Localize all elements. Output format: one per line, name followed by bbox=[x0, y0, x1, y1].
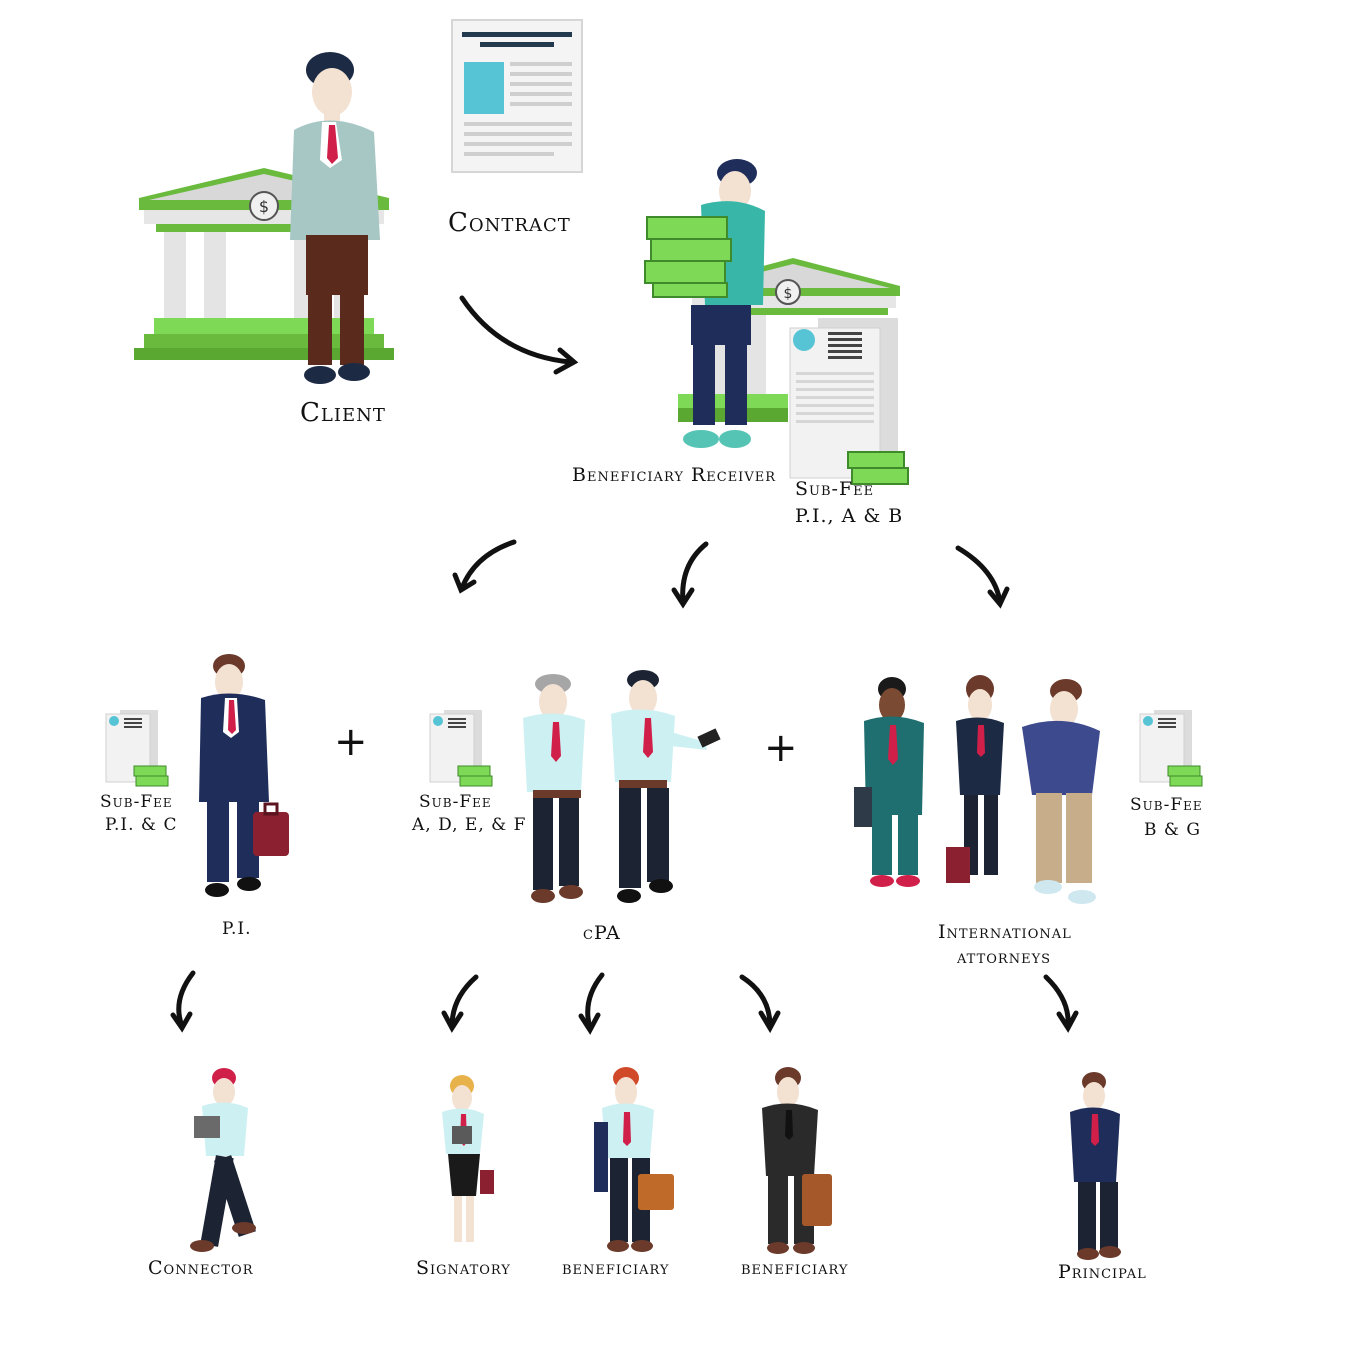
subfee-pi-label: Sub-Fee bbox=[100, 792, 173, 812]
svg-text:$: $ bbox=[259, 197, 269, 216]
pi-label: P.I. bbox=[222, 919, 252, 939]
arrow-pi-to-connector bbox=[176, 970, 196, 1029]
subfee-intl-codes: B & G bbox=[1144, 820, 1202, 840]
international-attorneys-label: International bbox=[938, 921, 1072, 943]
subfee-intl-label: Sub-Fee bbox=[1130, 795, 1203, 815]
principal-person-icon bbox=[1070, 1072, 1121, 1260]
client-person-icon bbox=[290, 52, 380, 384]
beneficiary-a-label: beneficiary bbox=[562, 1257, 670, 1279]
beneficiary-b-person-icon bbox=[762, 1067, 832, 1254]
plus-sign-2: + bbox=[764, 725, 798, 771]
arrow-cpa-to-signatory bbox=[449, 974, 479, 1029]
signatory-label: Signatory bbox=[416, 1257, 511, 1279]
connector-label: Connector bbox=[148, 1257, 254, 1279]
international-attorneys-icon bbox=[854, 675, 1100, 904]
receiver-person-icon bbox=[644, 159, 765, 448]
beneficiary-receiver-label: Beneficiary Receiver bbox=[572, 464, 776, 486]
subfee-intl-document-icon bbox=[1139, 710, 1203, 787]
principal-label: Principal bbox=[1058, 1261, 1147, 1283]
arrow-receiver-to-cpa bbox=[680, 541, 709, 605]
subfee-pi-document-icon bbox=[105, 710, 169, 787]
client-label: Client bbox=[300, 398, 386, 428]
subfee-pi-codes: P.I. & C bbox=[105, 815, 178, 835]
cash-stack-icon bbox=[847, 451, 909, 485]
connector-person-icon bbox=[190, 1068, 256, 1252]
international-attorneys-label-2: attorneys bbox=[957, 946, 1052, 968]
subfee-cpa-document-icon bbox=[429, 710, 493, 787]
arrow-client-to-receiver bbox=[459, 295, 573, 365]
arrow-cpa-to-beneficiary-a bbox=[585, 972, 605, 1031]
subfee-top-label: Sub-Fee bbox=[795, 478, 875, 500]
cpa-label: cPA bbox=[583, 922, 621, 944]
arrow-receiver-to-intl bbox=[955, 545, 1003, 605]
briefcase-icon bbox=[253, 802, 289, 856]
cash-stack-icon bbox=[644, 216, 732, 298]
beneficiary-b-label: beneficiary bbox=[741, 1257, 849, 1279]
subfee-cpa-codes: A, D, E, & F bbox=[412, 815, 527, 835]
signatory-person-icon bbox=[442, 1075, 494, 1242]
plus-sign-1: + bbox=[334, 719, 368, 765]
subfee-document-icon bbox=[789, 318, 909, 485]
arrow-receiver-to-pi bbox=[459, 539, 517, 591]
svg-text:$: $ bbox=[784, 286, 793, 302]
subfee-top-codes: P.I., A & B bbox=[795, 505, 904, 527]
pi-person-icon bbox=[199, 654, 289, 897]
arrow-cpa-to-beneficiary-b bbox=[739, 974, 773, 1029]
contract-label: Contract bbox=[448, 208, 571, 238]
contract-document-icon bbox=[451, 19, 583, 173]
cpa-person-icon bbox=[523, 670, 721, 903]
subfee-cpa-label: Sub-Fee bbox=[419, 792, 492, 812]
arrow-intl-to-principal bbox=[1043, 974, 1071, 1029]
beneficiary-a-person-icon bbox=[594, 1067, 674, 1252]
